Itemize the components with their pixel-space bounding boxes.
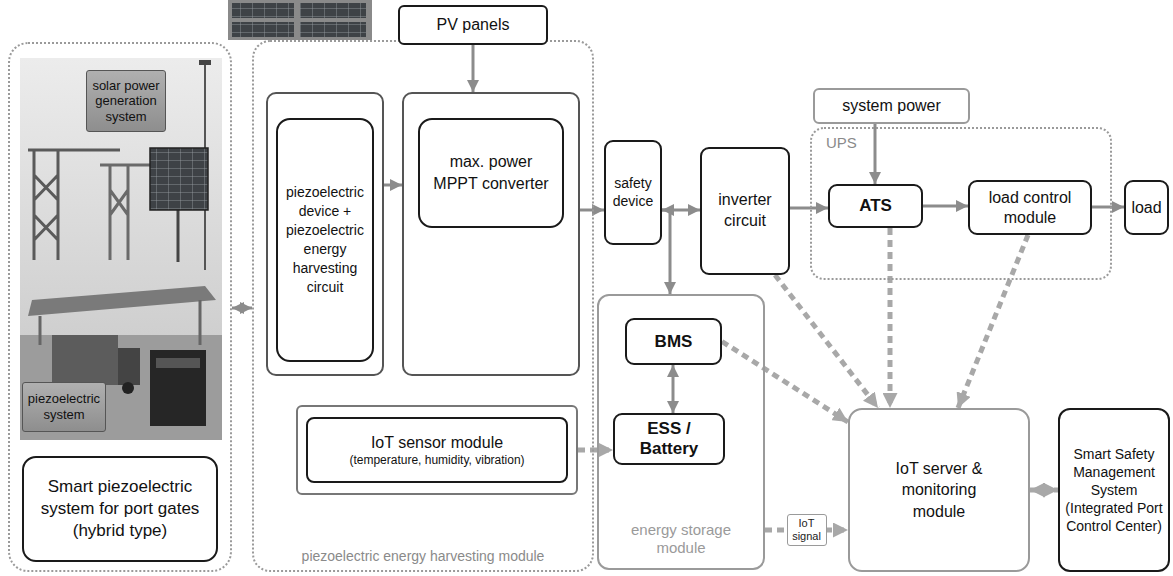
- box-text: safety device: [609, 175, 657, 210]
- cabinet-panel: [156, 358, 200, 368]
- box-text: max. power MPPT converter: [426, 151, 556, 194]
- group-region: energy storage module BMS ESS / Battery: [597, 294, 765, 570]
- group-region: Smart piezoelectric system for port gate…: [8, 42, 232, 572]
- truck: [52, 335, 118, 385]
- signal-connector: [888, 228, 893, 408]
- process-box: BMS: [625, 318, 722, 365]
- pv-photo: [228, 0, 372, 40]
- power-connector: [1092, 206, 1124, 209]
- pv-array: [232, 22, 294, 37]
- group-region: UPS ATS load control module: [810, 127, 1112, 280]
- inner-box: IoT sensor module(temperature, humidity,…: [306, 417, 568, 483]
- lamp: [199, 60, 211, 65]
- power-connector: [472, 45, 475, 92]
- photo-ground: [20, 335, 222, 440]
- signal-connector: [958, 235, 1028, 408]
- panel-post: [177, 210, 180, 262]
- pv-array: [232, 3, 294, 18]
- gate-canopy: [28, 286, 216, 316]
- box-text: system power: [842, 97, 941, 115]
- power-connector: [672, 365, 675, 413]
- inner-box: piezoelectric device + piezoelectric ene…: [276, 118, 374, 362]
- box-text: piezoelectric device + piezoelectric ene…: [282, 183, 368, 296]
- power-connector: [384, 184, 402, 187]
- power-connector: [662, 210, 670, 294]
- signal-connector: [722, 342, 848, 423]
- photo-ground: [228, 0, 372, 40]
- signal-connector: [1030, 488, 1058, 493]
- box-text: PV panels: [437, 16, 510, 34]
- power-connector: [874, 124, 877, 184]
- group-region: piezoelectric energy harvesting module pi…: [252, 40, 594, 572]
- box-text: BMS: [655, 332, 693, 352]
- photo-label: solar power generation system: [86, 70, 166, 132]
- box-text: solar power generation system: [90, 78, 162, 125]
- process-box: ESS / Battery: [613, 413, 725, 465]
- edge-label: IoT signal: [787, 514, 827, 545]
- group-label: piezoelectric energy harvesting module: [254, 548, 592, 564]
- signal-connector: [775, 275, 878, 408]
- process-box: safety device: [604, 140, 662, 245]
- box-text: Smart Safety Management System (Integrat…: [1064, 445, 1164, 536]
- process-box: system power: [813, 88, 970, 124]
- box-text: (temperature, humidity, vibration): [349, 453, 524, 468]
- process-box: ATS: [828, 184, 923, 228]
- process-box: load: [1124, 180, 1169, 235]
- server-box: IoT server & monitoring module: [848, 408, 1030, 572]
- power-connector: [580, 209, 604, 212]
- process-box: inverter circuit: [700, 147, 790, 275]
- box-text: piezoelectric system: [26, 391, 102, 422]
- process-box: Smart Safety Management System (Integrat…: [1058, 408, 1170, 572]
- signal-connector: [578, 448, 613, 453]
- box-text: load: [1131, 199, 1161, 217]
- box-text: load control module: [973, 188, 1087, 226]
- solar-panel: [150, 148, 208, 210]
- power-connector: [232, 307, 252, 310]
- pv-array: [300, 3, 366, 18]
- photo-sky: [20, 58, 222, 440]
- group-label: UPS: [826, 134, 857, 151]
- module-frame: IoT sensor module(temperature, humidity,…: [296, 405, 578, 495]
- box-text: ESS / Battery: [617, 419, 721, 459]
- box-text: ATS: [859, 196, 892, 216]
- wheel: [122, 382, 134, 394]
- truck-cabin: [118, 348, 140, 385]
- box-text: IoT sensor module: [371, 433, 503, 453]
- power-connector: [923, 205, 968, 208]
- module-frame: piezoelectric device + piezoelectric ene…: [266, 92, 384, 376]
- pv-array: [300, 22, 366, 37]
- process-box: PV panels: [398, 5, 548, 45]
- piezo-cabinet: [150, 350, 206, 426]
- process-box: load control module: [968, 180, 1092, 235]
- group-label: energy storage module: [621, 521, 741, 559]
- system-title: Smart piezoelectric system for port gate…: [22, 456, 218, 562]
- inner-box: max. power MPPT converter: [418, 118, 564, 228]
- photo-label: piezoelectric system: [22, 382, 106, 432]
- power-connector: [790, 207, 828, 210]
- box-text: IoT server & monitoring module: [888, 458, 990, 523]
- box-text: inverter circuit: [706, 190, 784, 232]
- module-frame: max. power MPPT converter: [402, 92, 580, 376]
- port-photo: [20, 58, 222, 440]
